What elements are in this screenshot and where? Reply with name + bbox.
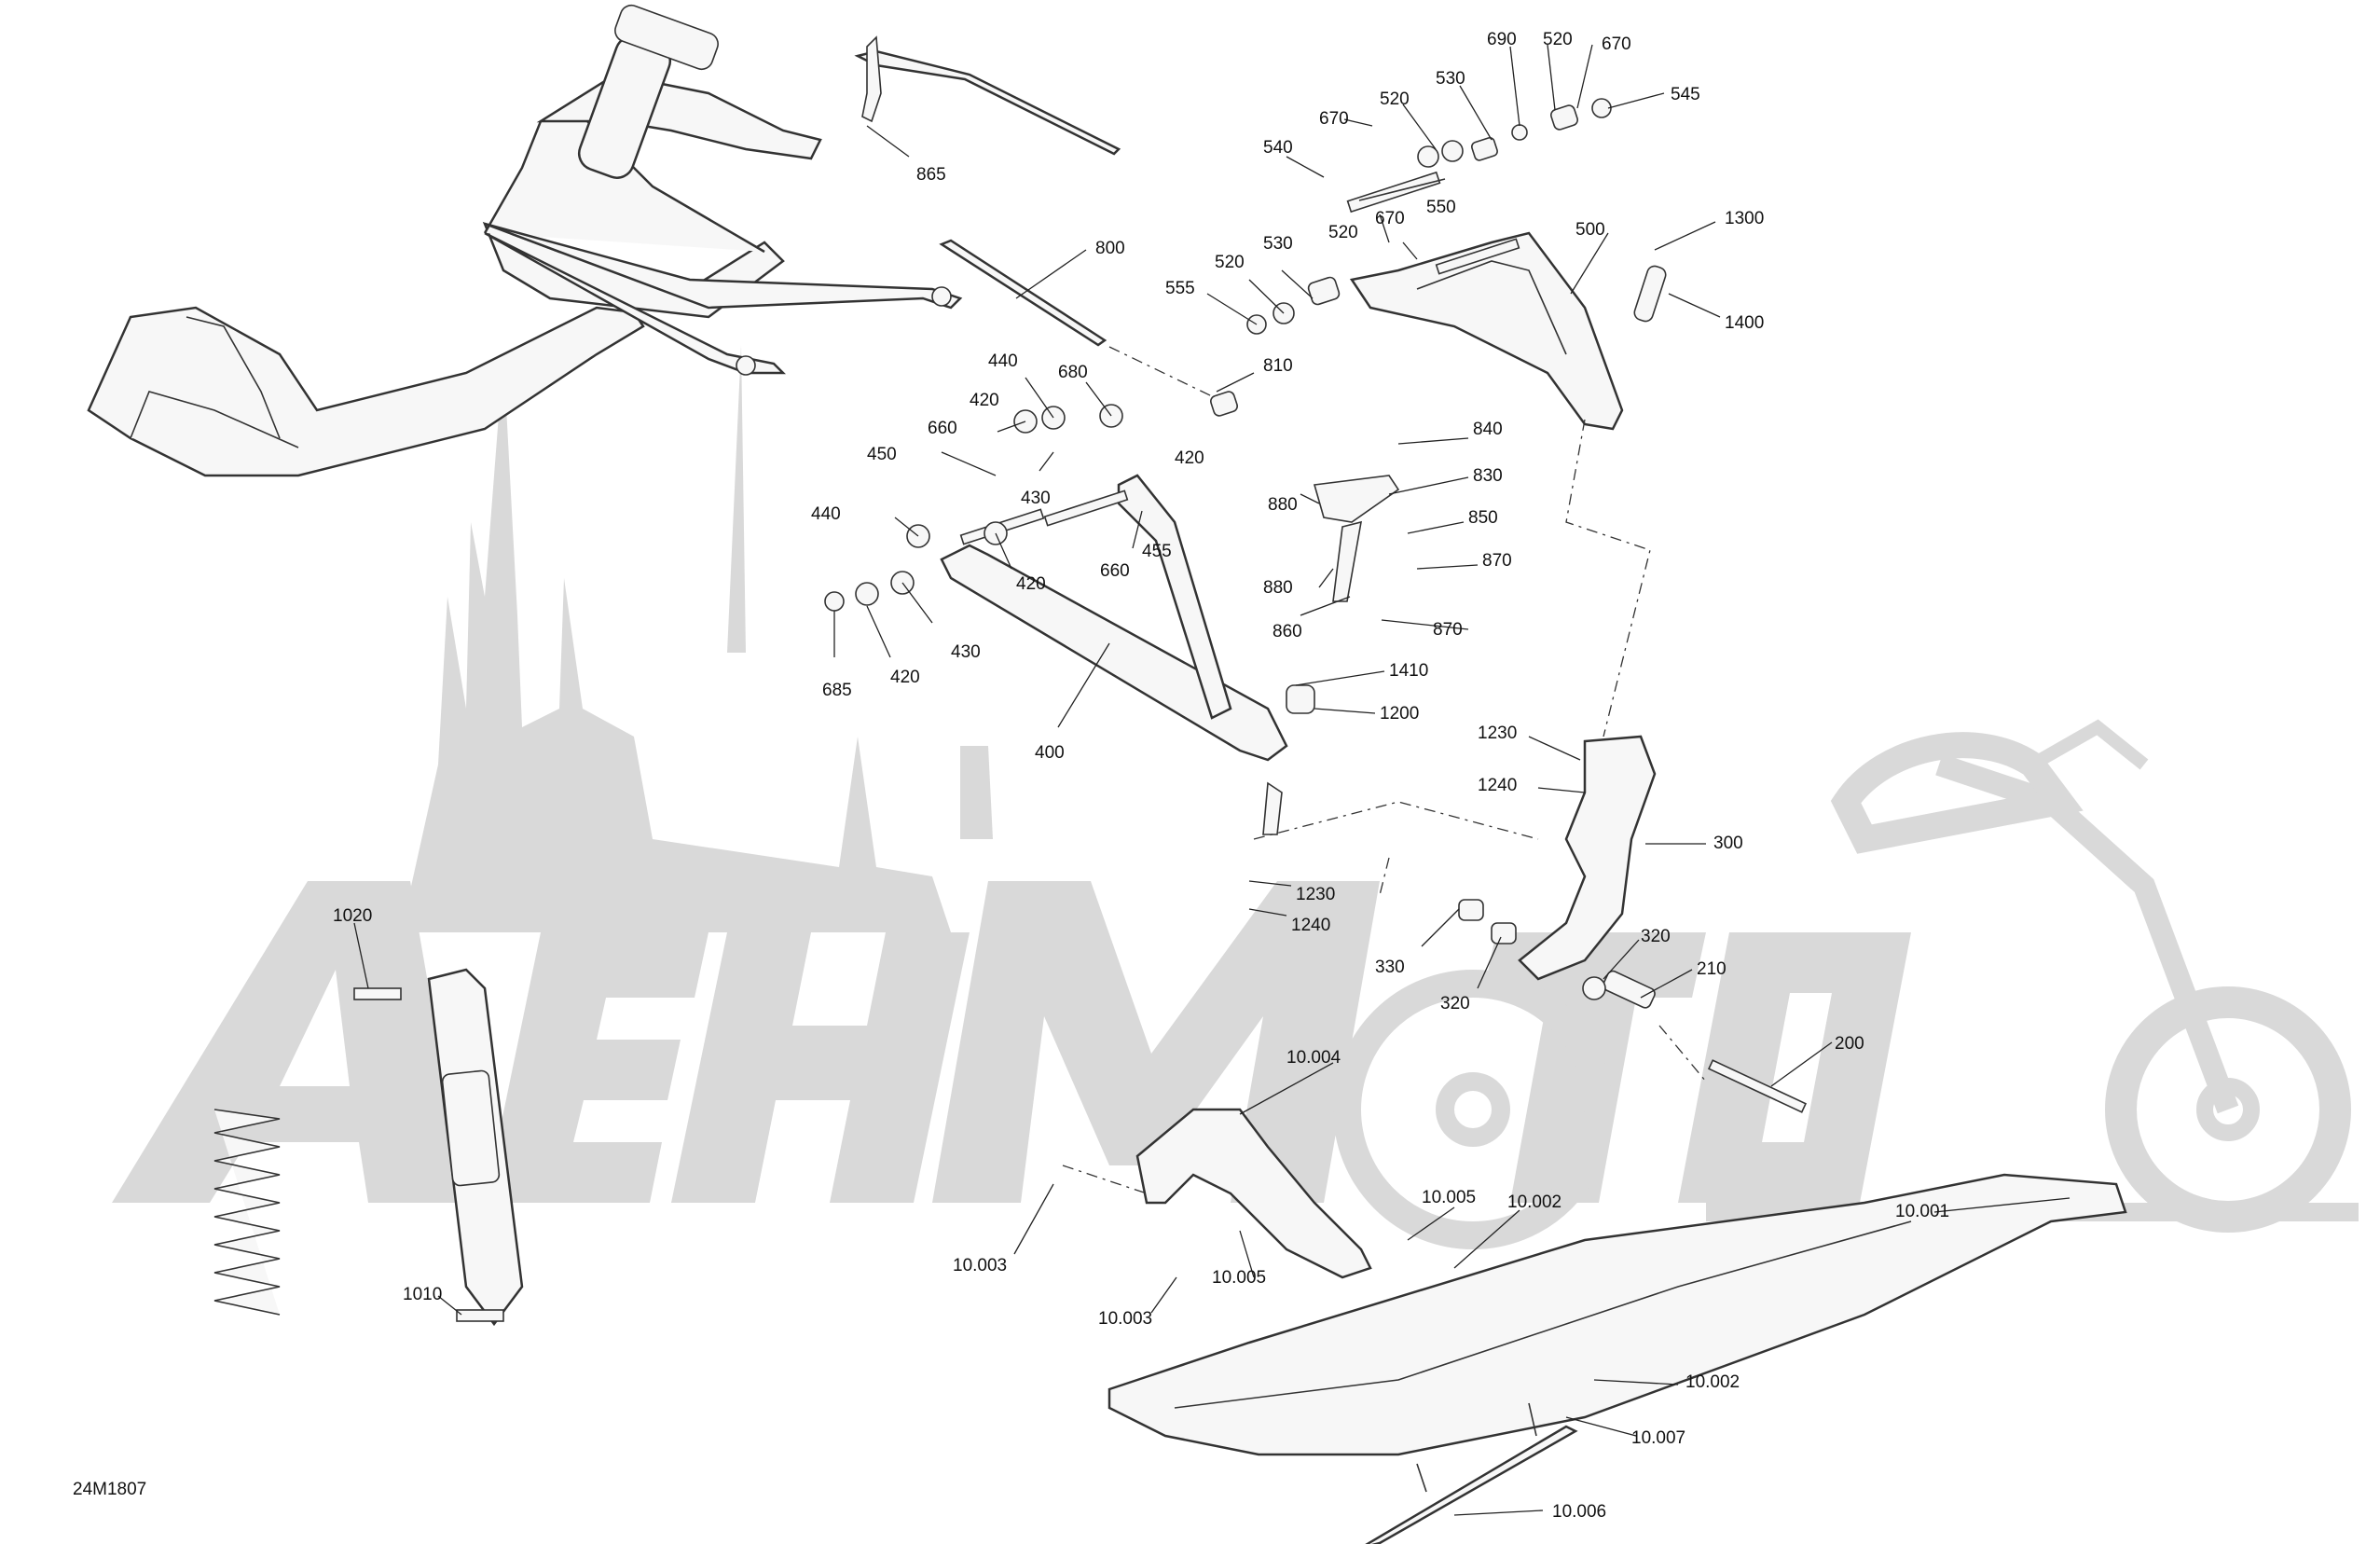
callout-1230: 1230 (1296, 885, 1335, 904)
shock-absorber (353, 968, 524, 1327)
skeg-10006 (1365, 1425, 1578, 1544)
link-860 (1332, 520, 1363, 602)
callout-870: 870 (1433, 620, 1463, 640)
lower-a-arm-400 (940, 544, 1288, 762)
callout-660: 660 (928, 419, 957, 438)
callout-520: 520 (1543, 30, 1573, 49)
callout-670: 670 (1602, 34, 1631, 54)
drawing-code: 24M1807 (73, 1480, 146, 1499)
callout-840: 840 (1473, 420, 1503, 439)
callout-530: 530 (1263, 234, 1293, 254)
callout-500: 500 (1575, 220, 1605, 240)
callout-330: 330 (1375, 958, 1405, 977)
callout-540: 540 (1263, 138, 1293, 158)
callout-660: 660 (1100, 561, 1130, 581)
parts (87, 4, 2127, 1544)
callout-450: 450 (867, 445, 897, 464)
watermark-letter-o (1678, 932, 1911, 1203)
callout-860: 860 (1273, 622, 1302, 641)
callout-320: 320 (1440, 994, 1470, 1013)
callout-10-002: 10.002 (1685, 1372, 1740, 1392)
callout-830: 830 (1473, 466, 1503, 486)
watermark (112, 345, 2359, 1249)
callout-210: 210 (1697, 959, 1727, 979)
callout-200: 200 (1835, 1034, 1864, 1054)
callout-labels: 865 800 690 520 670 530 520 545 670 540 … (333, 30, 1949, 1522)
bracket-830 (1313, 475, 1400, 523)
watermark-letter-e (485, 932, 708, 1203)
tie-rod-865 (854, 49, 1121, 156)
callout-545: 545 (1671, 85, 1700, 104)
center-lines (1062, 346, 1707, 1194)
callout-430: 430 (951, 642, 981, 662)
rod-800 (939, 239, 1107, 347)
callout-320: 320 (1641, 927, 1671, 946)
callout-670: 670 (1375, 209, 1405, 228)
callout-555: 555 (1165, 279, 1195, 298)
callout-1020: 1020 (333, 906, 372, 926)
callout-1240: 1240 (1291, 916, 1330, 935)
callout-420: 420 (890, 668, 920, 687)
assembled-suspension (87, 4, 963, 477)
callout-420: 420 (1175, 448, 1204, 468)
callout-400: 400 (1035, 743, 1065, 763)
upper-a-arm-500 (1349, 231, 1624, 431)
callout-870: 870 (1482, 551, 1512, 571)
callout-865: 865 (916, 165, 946, 185)
callout-10-004: 10.004 (1286, 1048, 1341, 1068)
callout-1300: 1300 (1725, 209, 1764, 228)
callout-10-005: 10.005 (1212, 1268, 1266, 1288)
ski-handle-10004 (1135, 1108, 1372, 1279)
callout-520: 520 (1380, 90, 1410, 109)
callout-1410: 1410 (1389, 661, 1428, 681)
callout-10-002: 10.002 (1507, 1192, 1561, 1212)
watermark-letter-a (112, 881, 466, 1203)
callout-440: 440 (811, 504, 841, 524)
callout-670: 670 (1319, 109, 1349, 129)
callout-300: 300 (1713, 834, 1743, 853)
callout-1240: 1240 (1478, 776, 1517, 795)
callout-690: 690 (1487, 30, 1517, 49)
callout-850: 850 (1468, 508, 1498, 528)
callout-520: 520 (1328, 223, 1358, 242)
callout-10-001: 10.001 (1895, 1202, 1949, 1221)
callout-420: 420 (1016, 574, 1046, 594)
watermark-letter-m (932, 881, 1380, 1203)
spindle-300 (1518, 735, 1657, 981)
callout-800: 800 (1095, 239, 1125, 258)
callout-430: 430 (1021, 489, 1051, 508)
callout-420: 420 (970, 391, 999, 410)
callout-550: 550 (1426, 198, 1456, 217)
callout-1200: 1200 (1380, 704, 1419, 724)
callout-685: 685 (822, 681, 852, 700)
callout-440: 440 (988, 352, 1018, 371)
watermark-letter-h (671, 932, 970, 1203)
spring (213, 1109, 281, 1316)
callout-1400: 1400 (1725, 313, 1764, 333)
callout-1230: 1230 (1478, 724, 1517, 743)
callout-10-007: 10.007 (1631, 1428, 1685, 1448)
callout-10-003: 10.003 (1098, 1309, 1152, 1329)
callout-810: 810 (1263, 356, 1293, 376)
callout-520: 520 (1215, 253, 1245, 272)
callout-10-005: 10.005 (1422, 1188, 1476, 1207)
callout-10-003: 10.003 (953, 1256, 1007, 1275)
leader-lines (353, 44, 2070, 1516)
callout-680: 680 (1058, 363, 1088, 382)
callout-10-006: 10.006 (1552, 1502, 1606, 1522)
callout-880: 880 (1263, 578, 1293, 598)
callout-455: 455 (1142, 542, 1172, 561)
callout-530: 530 (1436, 69, 1465, 89)
callout-880: 880 (1268, 495, 1298, 515)
callout-1010: 1010 (403, 1285, 442, 1304)
